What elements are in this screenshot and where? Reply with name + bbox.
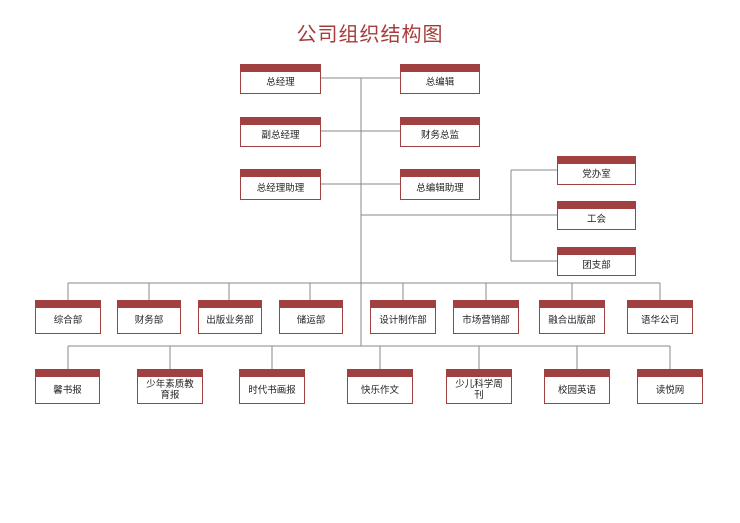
node-era-picture: 时代书画报 bbox=[239, 369, 305, 404]
node-media-dept: 融合出版部 bbox=[539, 300, 605, 334]
node-youth-education: 少年素质教育报 bbox=[137, 369, 203, 404]
node-assistant-editor-in-chief: 总编辑助理 bbox=[400, 169, 480, 200]
node-publishing-dept: 出版业务部 bbox=[198, 300, 262, 334]
node-deputy-general-manager: 副总经理 bbox=[240, 117, 321, 147]
node-xinshu-bao: 馨书报 bbox=[35, 369, 100, 404]
node-kids-science: 少儿科学周刊 bbox=[446, 369, 512, 404]
node-general-dept: 综合部 bbox=[35, 300, 101, 334]
node-youth-league: 团支部 bbox=[557, 247, 636, 276]
node-duyue-net: 读悦网 bbox=[637, 369, 703, 404]
node-general-manager: 总经理 bbox=[240, 64, 321, 94]
node-finance-director: 财务总监 bbox=[400, 117, 480, 147]
chart-title: 公司组织结构图 bbox=[296, 22, 444, 46]
node-design-dept: 设计制作部 bbox=[370, 300, 436, 334]
node-editor-in-chief: 总编辑 bbox=[400, 64, 480, 94]
node-marketing-dept: 市场营销部 bbox=[453, 300, 519, 334]
node-party-office: 党办室 bbox=[557, 156, 636, 185]
node-happy-writing: 快乐作文 bbox=[347, 369, 413, 404]
node-labor-union: 工会 bbox=[557, 201, 636, 230]
node-storage-dept: 储运部 bbox=[279, 300, 343, 334]
node-yuhua-company: 语华公司 bbox=[627, 300, 693, 334]
node-assistant-general-manager: 总经理助理 bbox=[240, 169, 321, 200]
node-campus-english: 校园英语 bbox=[544, 369, 610, 404]
node-finance-dept: 财务部 bbox=[117, 300, 181, 334]
